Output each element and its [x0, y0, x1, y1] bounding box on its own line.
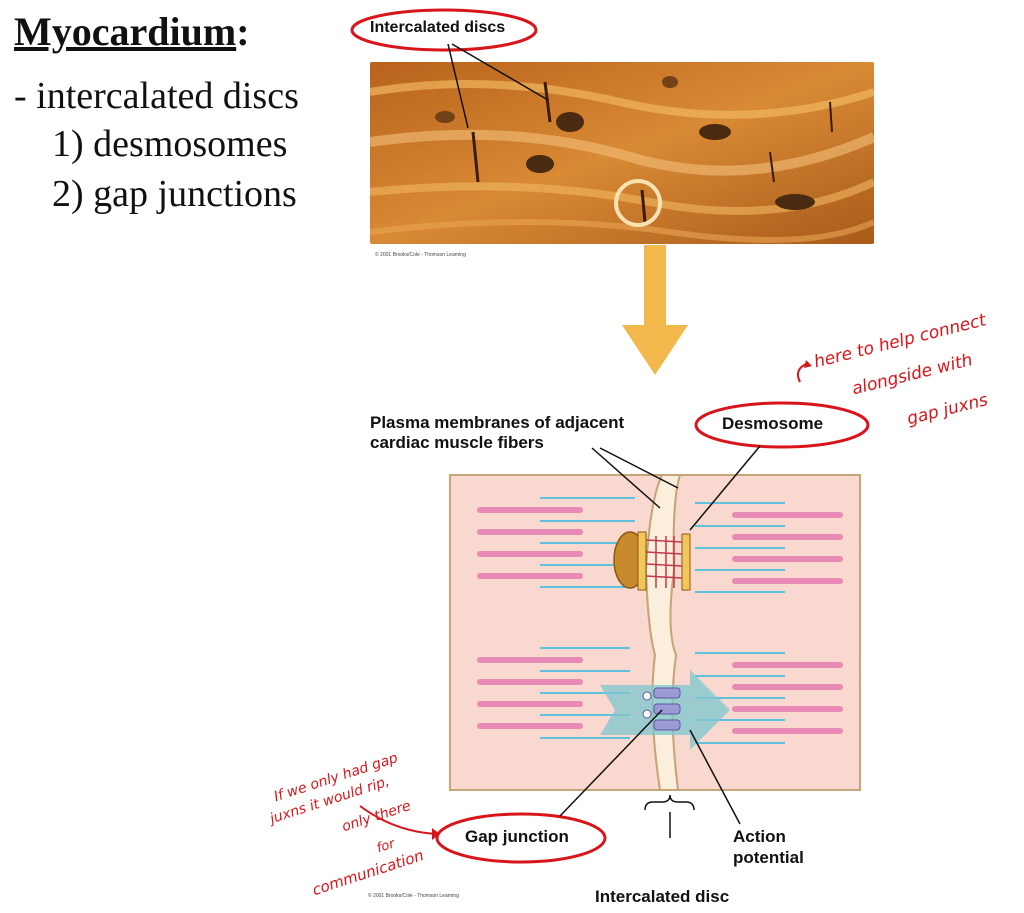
bullet-gap-junctions: 2) gap junctions — [52, 173, 297, 215]
desmosome-label-ring — [694, 401, 870, 449]
pointer-line-2 — [451, 43, 549, 101]
intercalated-disc-brace — [644, 794, 695, 811]
title-suffix: : — [236, 9, 250, 54]
right-myofibrils — [695, 502, 843, 744]
diagram-credit: © 2001 Brooks/Cole - Thomson Learning — [368, 893, 459, 899]
pointer-line-1 — [447, 43, 469, 129]
micrograph-credit: © 2001 Brooks/Cole - Thomson Learning — [375, 252, 466, 258]
note-left-arrow — [359, 805, 439, 835]
micrograph-svg — [370, 62, 874, 244]
bullet-desmosomes: 1) desmosomes — [52, 123, 288, 165]
label-action-line1: Action — [733, 827, 786, 846]
note-right-arrowhead — [804, 360, 812, 368]
label-membranes-line1: Plasma membranes of adjacent — [370, 413, 625, 432]
label-action-line2: potential — [733, 848, 804, 867]
micrograph-label-overlay — [350, 8, 549, 129]
micrograph-label: Intercalated discs — [370, 19, 506, 36]
action-potential-pointer — [689, 729, 741, 825]
note-left-arrowhead — [432, 828, 440, 840]
note-right-arrow — [797, 363, 807, 383]
gap-junction-label-ring — [435, 812, 607, 864]
bullet-intercalated-discs: - intercalated discs — [14, 75, 299, 117]
label-membranes-line2: cardiac muscle fibers — [370, 433, 544, 452]
desmosome-structure — [613, 531, 691, 591]
slide-title: Myocardium: — [14, 8, 250, 55]
label-desmosome: Desmosome — [722, 414, 824, 433]
title-text: Myocardium — [14, 9, 237, 54]
membrane-pointer-2 — [599, 447, 679, 489]
membrane-pointer-1 — [591, 447, 661, 509]
label-gap-junction: Gap junction — [465, 827, 569, 846]
micrograph-image — [370, 62, 874, 244]
gap-junction-pointer — [559, 709, 663, 817]
label-intercalated-disc: Intercalated disc — [595, 887, 730, 906]
micrograph-highlight-circle — [614, 179, 662, 227]
intercalated-disc-diagram — [449, 474, 861, 838]
micrograph-label-ring — [350, 8, 538, 52]
desmosome-pointer — [689, 445, 761, 531]
down-arrow-icon — [622, 245, 688, 375]
left-myofibrils — [477, 497, 635, 739]
